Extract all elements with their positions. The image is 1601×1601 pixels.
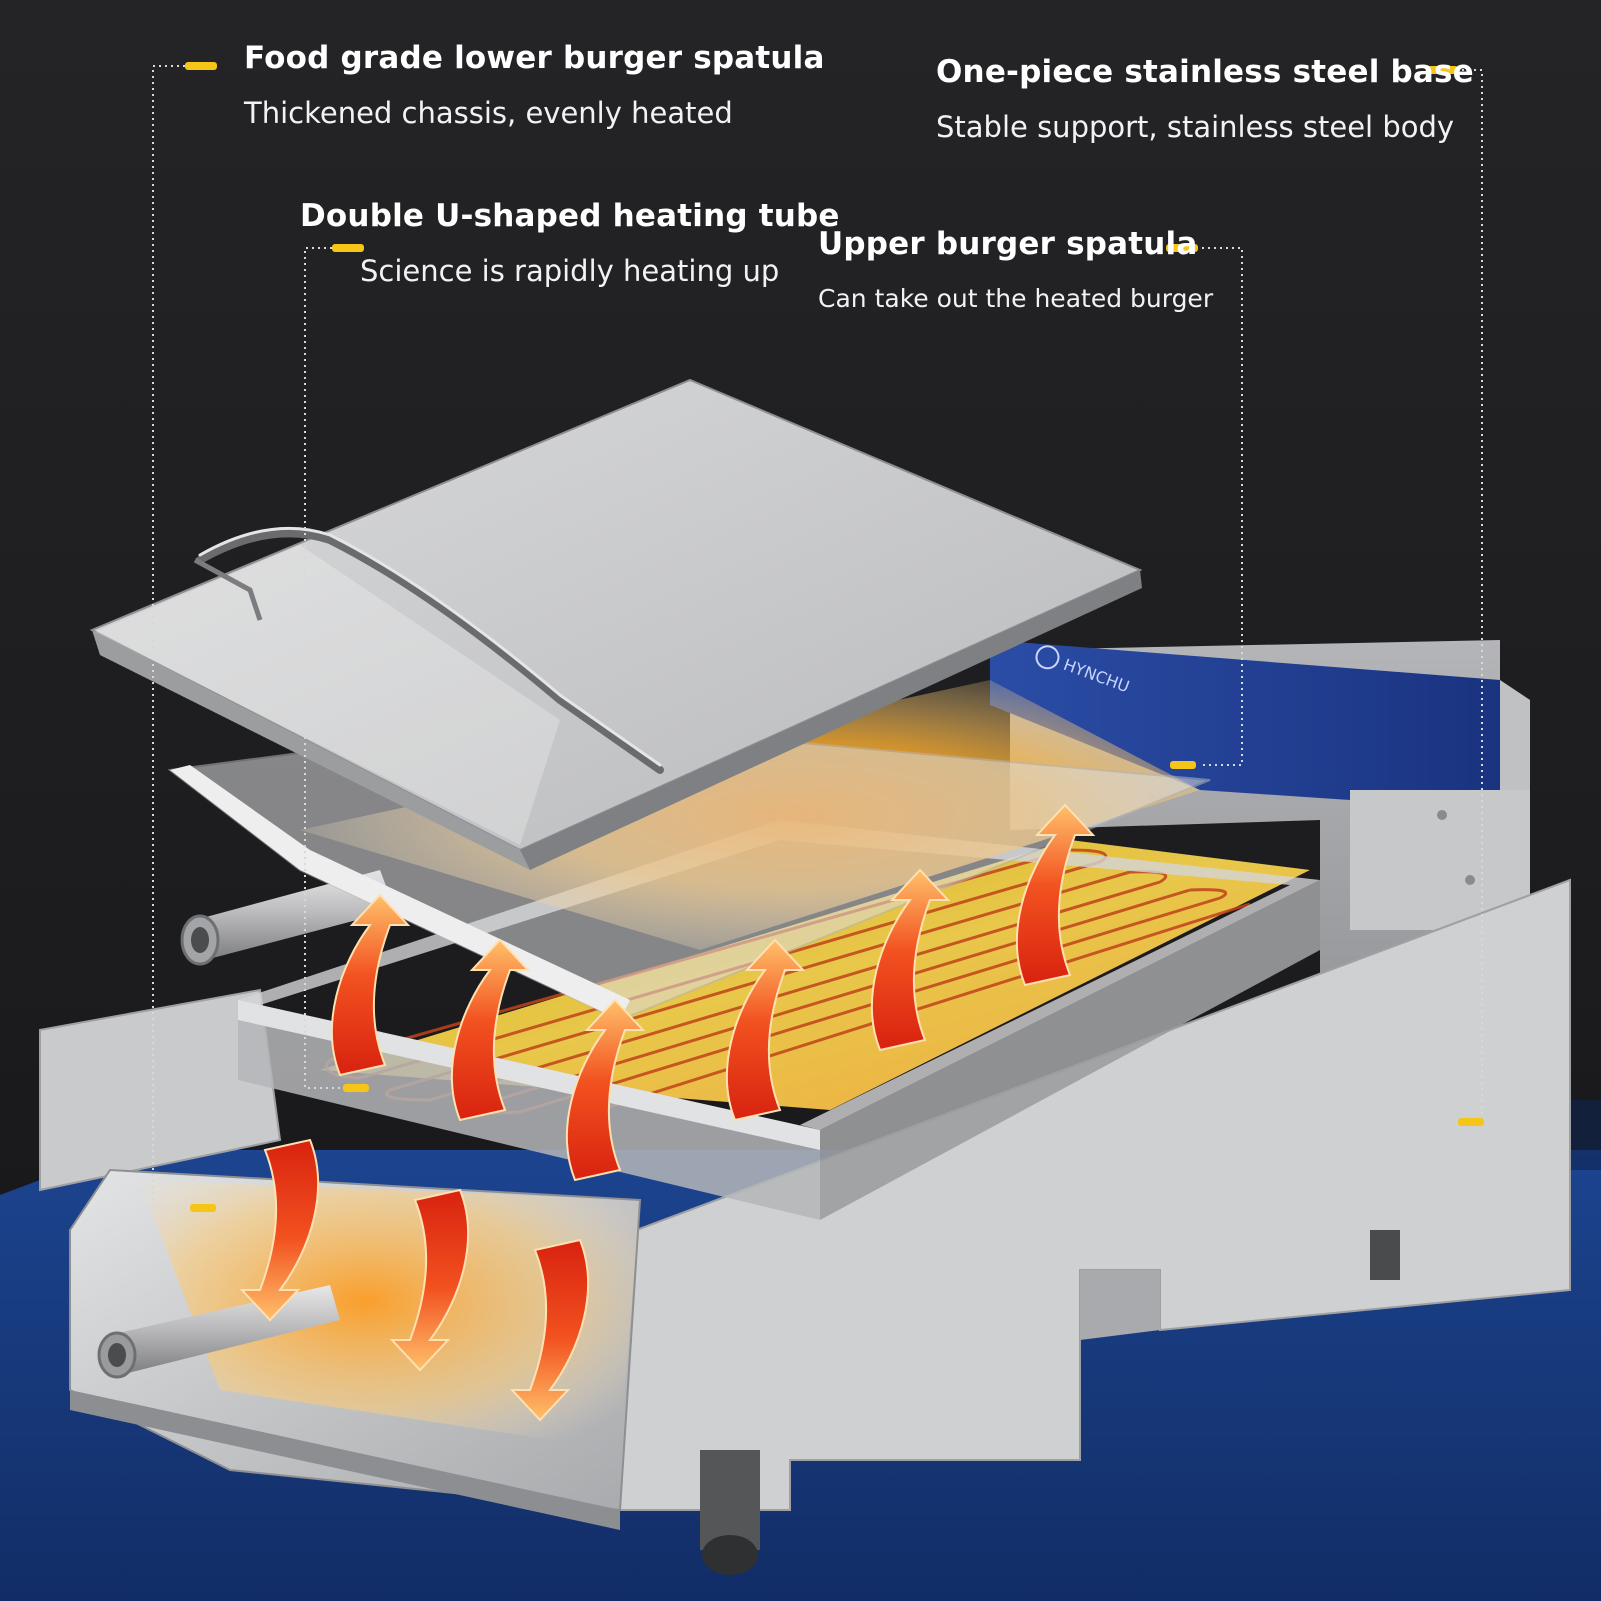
heat-arrow	[451, 938, 531, 1122]
left-guard-panel	[39, 988, 282, 1192]
marker-upper-spatula	[1166, 244, 1198, 252]
upper-spatula-side-edge	[520, 570, 1142, 870]
upper-spatula-front-edge	[92, 630, 530, 870]
base-plate-edge	[70, 1390, 620, 1530]
front-guard-shade	[1080, 1270, 1160, 1340]
callout-lower-spatula-title: Food grade lower burger spatula	[244, 40, 825, 76]
heat-arrow	[239, 1138, 319, 1322]
marker-end	[343, 1084, 369, 1092]
lower-heat-glow	[140, 1180, 640, 1450]
leader-heating-tube	[304, 247, 345, 1089]
lid-handle-rod-highlight	[198, 526, 662, 767]
marker-lower-spatula	[185, 62, 217, 70]
callout-lower-spatula-subtitle: Thickened chassis, evenly heated	[244, 96, 733, 130]
lid-handle-bracket	[193, 557, 263, 621]
callout-heating-tube-title: Double U-shaped heating tube	[300, 198, 840, 234]
callout-base-subtitle: Stable support, stainless steel body	[936, 110, 1455, 144]
heat-arrow	[566, 998, 646, 1182]
base-foot-wheel	[702, 1535, 758, 1575]
callout-heating-tube-subtitle: Science is rapidly heating up	[360, 254, 780, 288]
heat-arrows-down	[239, 1138, 589, 1422]
heating-tray-front-wall	[238, 1000, 820, 1220]
leader-upper-spatula	[1190, 247, 1243, 766]
heat-arrow	[389, 1188, 469, 1372]
control-panel	[990, 640, 1500, 810]
base-foot-right	[1370, 1230, 1400, 1280]
marker-end	[1458, 1118, 1484, 1126]
heat-arrow	[1016, 803, 1096, 987]
heat-arrow	[331, 893, 411, 1077]
base-foot	[700, 1450, 760, 1550]
heat-arrow	[509, 1238, 589, 1422]
callout-markers	[185, 62, 1484, 1212]
marker-end	[190, 1204, 216, 1212]
upper-spatula-highlight	[95, 545, 560, 845]
callout-upper-spatula-title: Upper burger spatula	[818, 226, 1198, 262]
heating-tray-floor	[320, 840, 1310, 1110]
heating-tray-right-wall	[820, 880, 1320, 1220]
marker-base	[1426, 66, 1458, 74]
heating-tray-front-rim	[238, 1000, 820, 1150]
heat-arrow	[726, 938, 806, 1122]
housing-screw	[1437, 810, 1447, 820]
callout-base-title: One-piece stainless steel base	[936, 54, 1474, 90]
housing-screw	[1465, 875, 1475, 885]
heat-arrows-up	[331, 803, 1096, 1182]
heat-arrow	[871, 868, 951, 1052]
marker-end	[1170, 761, 1196, 769]
lid-handle-rod	[196, 529, 664, 774]
marker-heating-tube	[332, 244, 364, 252]
upper-handle	[180, 870, 395, 966]
callout-upper-spatula-subtitle: Can take out the heated burger	[818, 284, 1214, 313]
